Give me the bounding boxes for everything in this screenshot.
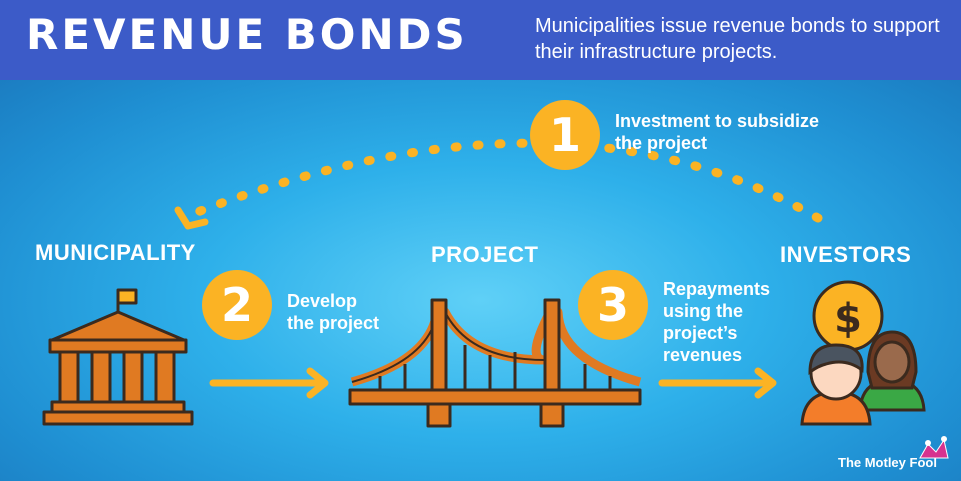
repayment-arrow: [658, 367, 777, 399]
step-1-badge: 1: [530, 100, 600, 170]
header-banner: REVENUE BONDS Municipalities issue reven…: [0, 0, 961, 80]
step-3-line-1: Repayments: [663, 279, 771, 299]
step-3-line-4: revenues: [663, 345, 743, 365]
page-title: REVENUE BONDS: [26, 10, 468, 59]
step-2-line-1: Develop: [287, 291, 358, 311]
step-2-badge: 2: [202, 270, 272, 340]
step-3-line-3: project’s: [663, 323, 738, 343]
step-1-line-2: the project: [615, 133, 708, 153]
arc-arrowhead: [174, 206, 209, 230]
develop-arrow: [209, 367, 329, 399]
step-2-text: Develop the project: [287, 290, 379, 334]
project-label: PROJECT: [431, 242, 539, 267]
step-3-text: Repayments using the project’s revenues: [663, 278, 770, 366]
investors-label: INVESTORS: [780, 242, 912, 267]
step-1-text: Investment to subsidize the project: [615, 110, 819, 154]
step-3-badge: 3: [578, 270, 648, 340]
step-3-line-2: using the: [663, 301, 743, 321]
page-subtitle: Municipalities issue revenue bonds to su…: [535, 15, 940, 63]
step-2-line-2: the project: [287, 313, 380, 333]
motley-fool-logo: The Motley Fool: [838, 455, 937, 470]
step-1-line-1: Investment to subsidize: [615, 111, 820, 131]
money-symbol: $: [834, 296, 862, 342]
municipality-label: MUNICIPALITY: [35, 240, 196, 265]
